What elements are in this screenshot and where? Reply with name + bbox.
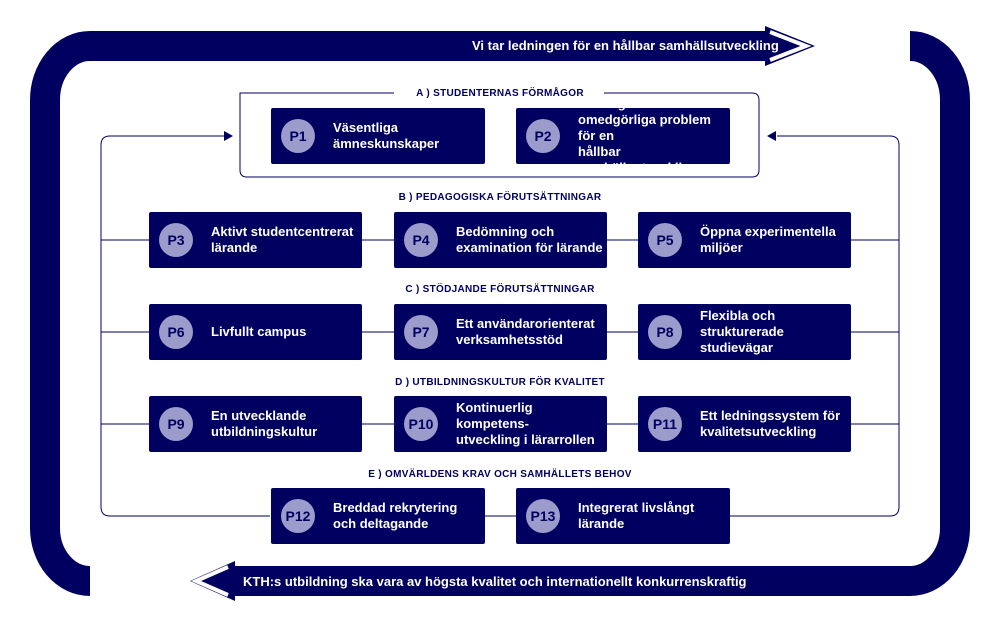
principle-box-p12: P12 Breddad rekrytering och deltagande [271,488,485,544]
principle-box-p4: P4 Bedömning och examination för lärande [394,212,607,268]
left-feedback-arrow-icon [224,131,233,141]
label-p4: Bedömning och examination för lärande [456,224,603,255]
principle-box-p2: P2 Förmåga att hantera omedgörliga probl… [516,96,730,175]
label-p3: Aktivt studentcentrerat lärande [211,224,354,255]
badge-p11: P11 [648,407,682,441]
badge-p7: P7 [404,315,438,349]
section-a-title: A ) STUDENTERNAS FÖRMÅGOR [416,88,584,99]
label-p12: Breddad rekrytering och deltagande [333,500,458,531]
badge-p5: P5 [648,223,682,257]
section-d-title: D ) UTBILDNINGSKULTUR FÖR KVALITET [395,377,605,388]
bottom-arrowhead-chevron [191,565,229,597]
badge-p6: P6 [159,315,193,349]
label-p2: Förmåga att hantera omedgörliga problem … [578,96,711,175]
badge-p2: P2 [526,119,560,153]
principle-box-p3: P3 Aktivt studentcentrerat lärande [149,212,362,268]
section-b-title: B ) PEDAGOGISKA FÖRUTSÄTTNINGAR [398,192,602,203]
top-arrowhead-chevron [769,30,812,62]
principle-box-p7: P7 Ett användarorienterat verksamhetsstö… [394,304,607,360]
principle-box-p5: P5 Öppna experimentella miljöer [638,212,851,268]
label-p7: Ett användarorienterat verksamhetsstöd [456,316,595,347]
left-feedback-line [100,135,270,517]
badge-p1: P1 [281,119,315,153]
badge-p3: P3 [159,223,193,257]
label-p11: Ett ledningssystem för kvalitetsutveckli… [700,408,841,439]
badge-p9: P9 [159,407,193,441]
principle-box-p13: P13 Integrerat livslångt lärande [516,488,730,544]
badge-p13: P13 [526,499,560,533]
label-p5: Öppna experimentella miljöer [700,224,836,255]
label-p1: Väsentliga ämneskunskaper [333,120,440,151]
label-p6: Livfullt campus [211,324,307,339]
principle-box-p8: P8 Flexibla och strukturerade studieväga… [638,304,851,360]
section-a-frame [239,92,760,178]
principle-box-p6: P6 Livfullt campus [149,304,362,360]
section-c-title: C ) STÖDJANDE FÖRUTSÄTTNINGAR [405,284,595,295]
badge-p12: P12 [281,499,315,533]
section-e-title: E ) OMVÄRLDENS KRAV OCH SAMHÄLLETS BEHOV [368,469,632,480]
right-feedback-line [730,135,900,517]
label-p9: En utvecklande utbildningskultur [211,408,318,439]
principle-box-p1: P1 Väsentliga ämneskunskaper [271,108,485,164]
principle-box-p9: P9 En utvecklande utbildningskultur [149,396,362,452]
label-p10: Kontinuerlig kompetens- utveckling i lär… [456,400,595,447]
right-feedback-arrow-icon [767,131,776,141]
label-p8: Flexibla och strukturerade studievägar [700,308,784,355]
principle-box-p11: P11 Ett ledningssystem för kvalitetsutve… [638,396,851,452]
top-banner-text: Vi tar ledningen för en hållbar samhälls… [472,38,779,53]
badge-p10: P10 [404,407,438,441]
outer-loop-band [30,31,970,596]
badge-p4: P4 [404,223,438,257]
bottom-banner-text: KTH:s utbildning ska vara av högsta kval… [243,574,747,589]
principle-box-p10: P10 Kontinuerlig kompetens- utveckling i… [394,396,607,452]
row-links [362,239,638,517]
label-p13: Integrerat livslångt lärande [578,500,695,531]
badge-p8: P8 [648,315,682,349]
